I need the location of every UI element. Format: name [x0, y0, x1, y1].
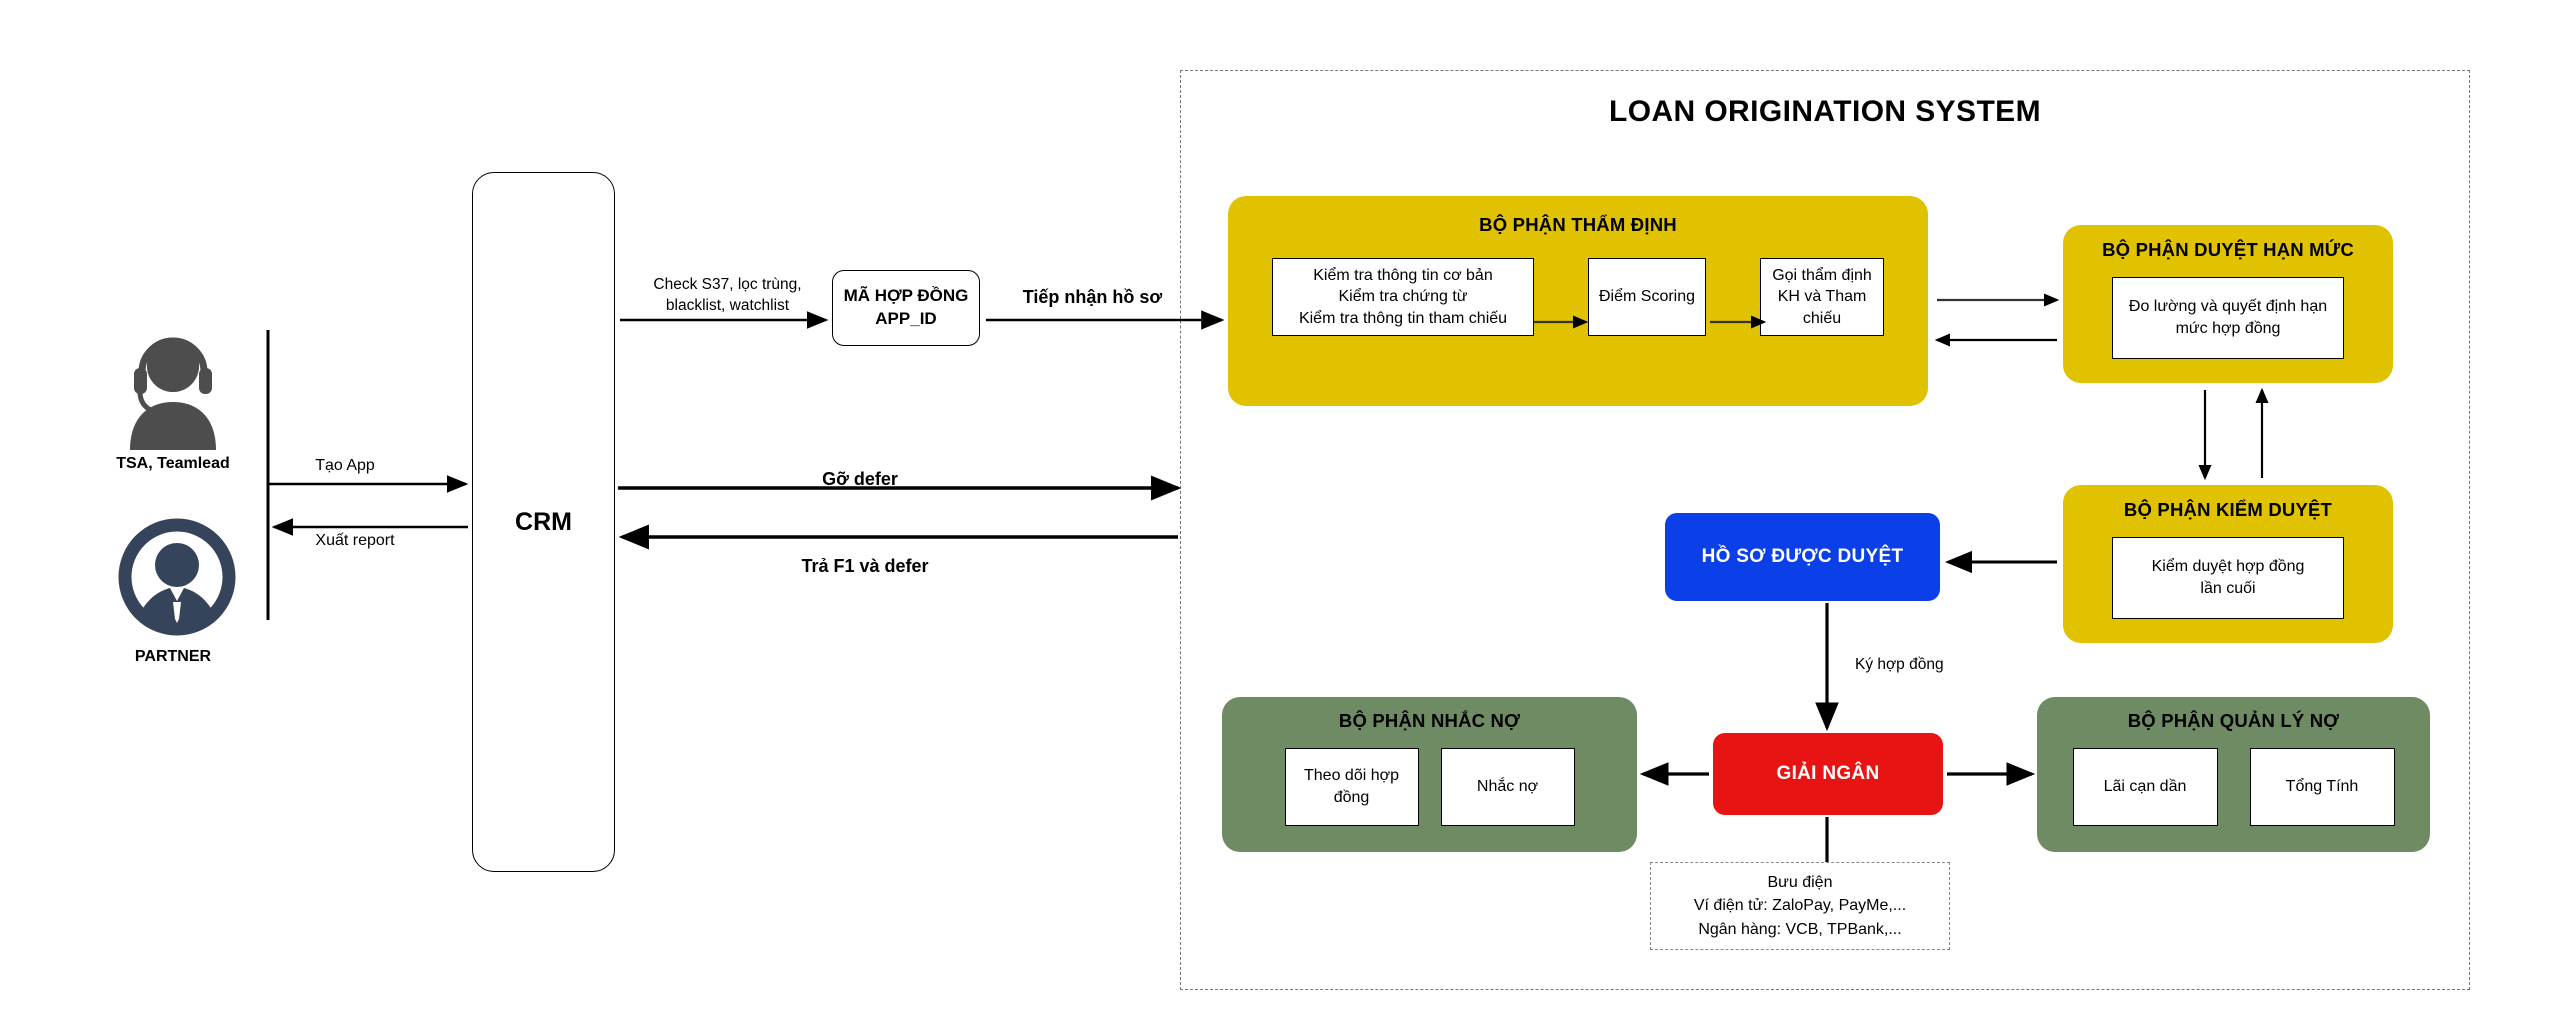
step-line: Kiểm tra chứng từ	[1338, 288, 1468, 306]
edge-label-check-s37: Check S37, lọc trùng, blacklist, watchli…	[620, 275, 835, 317]
step-box-do-luong[interactable]: Đo lường và quyết định hạn mức hợp đồng	[2112, 277, 2344, 359]
person-circle-icon	[118, 518, 236, 636]
step-line: chiếu	[1802, 309, 1842, 327]
department-kiem-duyet[interactable]: BỘ PHẬN KIỂM DUYỆT Kiểm duyệt hợp đồng l…	[2063, 485, 2393, 643]
step-line: Gọi thẩm định	[1772, 266, 1872, 284]
department-nhac-no[interactable]: BỘ PHẬN NHẮC NỢ Theo dõi hợp đồng Nhắc n…	[1222, 697, 1637, 852]
department-title-nhac-no: BỘ PHẬN NHẮC NỢ	[1338, 710, 1521, 731]
channel-line-1: Bưu điện	[1767, 874, 1833, 892]
step-line: Kiểm tra thông tin tham chiếu	[1298, 309, 1508, 327]
edge-label-xuat-report: Xuất report	[315, 532, 395, 549]
department-title-tham-dinh: BỘ PHẬN THẨM ĐỊNH	[1479, 214, 1677, 235]
step-line: Tổng Tính	[2285, 778, 2359, 796]
status-label: GIẢI NGÂN	[1776, 763, 1880, 784]
edge-label-tiep-nhan-ho-so: Tiếp nhận hồ sơ	[1022, 287, 1163, 307]
step-box-diem-scoring[interactable]: Điểm Scoring	[1588, 258, 1706, 336]
step-line: đồng	[1333, 789, 1370, 806]
step-line: Kiểm duyệt hợp đồng	[2151, 558, 2305, 576]
edge-label-ky-hop-dong: Ký hợp đồng	[1855, 656, 1944, 673]
headset-agent-icon	[118, 322, 228, 452]
step-box-kiem-duyet-hop-dong[interactable]: Kiểm duyệt hợp đồng lần cuối	[2112, 537, 2344, 619]
step-line: Nhắc nợ	[1476, 778, 1539, 796]
channel-line-3: Ngân hàng: VCB, TPBank,...	[1698, 920, 1902, 938]
disbursement-channels-note: Bưu điện Ví điện tử: ZaloPay, PayMe,... …	[1650, 862, 1950, 950]
crm-label: CRM	[515, 507, 572, 536]
status-label: HỒ SƠ ĐƯỢC DUYỆT	[1701, 546, 1904, 567]
status-node-ho-so-duoc-duyet[interactable]: HỒ SƠ ĐƯỢC DUYỆT	[1665, 513, 1940, 601]
step-box-kiem-tra[interactable]: Kiểm tra thông tin cơ bản Kiểm tra chứng…	[1272, 258, 1534, 336]
edge-label-check-s37-line1: Check S37, lọc trùng,	[653, 276, 802, 293]
step-line: KH và Tham	[1777, 288, 1867, 306]
edge-label-tra-f1-va-defer: Trả F1 và defer	[801, 556, 929, 576]
step-line: Kiểm tra thông tin cơ bản	[1313, 266, 1493, 284]
department-title-kiem-duyet: BỘ PHẬN KIỂM DUYỆT	[2123, 499, 2333, 520]
crm-box[interactable]: CRM	[472, 172, 615, 872]
app-id-line2: APP_ID	[875, 309, 937, 328]
app-id-line1: MÃ HỢP ĐỒNG	[843, 286, 969, 306]
department-quan-ly-no[interactable]: BỘ PHẬN QUẢN LÝ NỢ Lãi cạn dần Tổng Tính	[2037, 697, 2430, 852]
step-box-nhac-no[interactable]: Nhắc nợ	[1440, 748, 1575, 826]
step-line: Lãi cạn dần	[2103, 778, 2187, 796]
edge-label-check-s37-line2: blacklist, watchlist	[665, 296, 790, 314]
edge-label-tao-app: Tạo App	[315, 457, 375, 474]
step-box-theo-doi-hop-dong[interactable]: Theo dõi hợp đồng	[1284, 748, 1419, 826]
channel-line-2: Ví điện tử: ZaloPay, PayMe,...	[1693, 897, 1907, 915]
step-line: Điểm Scoring	[1598, 288, 1696, 306]
department-tham-dinh[interactable]: BỘ PHẬN THẨM ĐỊNH Kiểm tra thông tin cơ …	[1228, 196, 1928, 406]
edge-label-go-defer: Gỡ defer	[822, 469, 898, 489]
actor-label-partner: PARTNER	[134, 648, 212, 665]
status-node-giai-ngan[interactable]: GIẢI NGÂN	[1713, 733, 1943, 815]
step-line: Theo dõi hợp	[1304, 767, 1399, 785]
step-box-lai-can-dan[interactable]: Lãi cạn dần	[2072, 748, 2218, 826]
step-box-tong-tinh[interactable]: Tổng Tính	[2249, 748, 2395, 826]
step-line: mức hợp đồng	[2175, 320, 2281, 337]
step-box-goi-tham-dinh[interactable]: Gọi thẩm định KH và Tham chiếu	[1760, 258, 1884, 336]
department-title-duyet-han-muc: BỘ PHẬN DUYỆT HẠN MỨC	[2102, 239, 2354, 260]
department-title-quan-ly-no: BỘ PHẬN QUẢN LÝ NỢ	[2127, 710, 2340, 731]
step-line: lần cuối	[2200, 580, 2256, 597]
actor-label-tsa: TSA, Teamlead	[116, 455, 230, 472]
step-line: Đo lường và quyết định hạn	[2128, 298, 2328, 316]
page-title: LOAN ORIGINATION SYSTEM	[1609, 95, 2041, 128]
department-duyet-han-muc[interactable]: BỘ PHẬN DUYỆT HẠN MỨC Đo lường và quyết …	[2063, 225, 2393, 383]
app-id-box[interactable]: MÃ HỢP ĐỒNG APP_ID	[832, 270, 980, 346]
